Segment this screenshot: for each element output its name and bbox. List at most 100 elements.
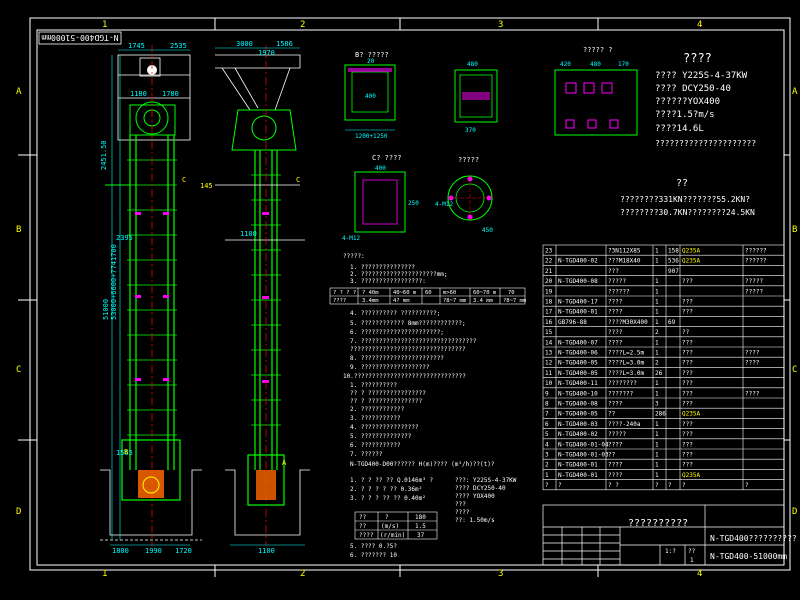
- bom-cell-r7-c3: ????: [608, 309, 623, 316]
- bom-cell-r8-c1: 16: [545, 319, 553, 326]
- notes-line-7: 7. ????????????????????????????????: [350, 338, 477, 345]
- params-table: ?? ? 180 ?? (m/s) 1.5 ???? (r/min) 37: [354, 511, 438, 540]
- notes-line-5: 5. ???????????? 8mm????????????;: [350, 320, 466, 327]
- bom-cell-r22-c2: N-TGD400-01: [558, 462, 598, 469]
- params-right-5: ????: [455, 509, 470, 516]
- bom-cell-r4-c2: N-TGD400-08: [558, 278, 598, 285]
- zone-col-3: 3: [498, 20, 503, 30]
- section-tr-dim-3: 170: [618, 61, 629, 68]
- bom-cell-r11-c4: 1: [655, 350, 659, 357]
- bom-cell-r14-c6: ???: [682, 380, 693, 387]
- bom-cell-r1-c5: 158: [668, 248, 679, 255]
- params-table-r3-c1: ????: [359, 532, 374, 539]
- bom-cell-r9-c6: ??: [682, 329, 690, 336]
- bom-cell-r19-c1: 5: [545, 431, 549, 438]
- loads-title: ??: [676, 178, 688, 189]
- bom-cell-r20-c3: ????: [608, 441, 623, 448]
- small-table-r1-c4: 60: [425, 290, 432, 296]
- notes-line-18: 5. ??????????????: [350, 433, 412, 440]
- drive-motor-symbol: [147, 65, 157, 75]
- bom-cell-r18-c3: ????-240a: [608, 421, 641, 428]
- params-table-r2-c3: 1.5: [415, 523, 426, 530]
- bom-cell-r11-c3: ????L=2.5m: [608, 350, 645, 357]
- bom-cell-r3-c1: 21: [545, 268, 553, 275]
- bom-cell-r15-c1: 9: [545, 390, 549, 397]
- bom-cell-r20-c4: 1: [655, 441, 659, 448]
- bom-cell-r6-c4: 1: [655, 299, 659, 306]
- bom-cell-r24-c3: ? ?: [608, 482, 619, 489]
- bom-cell-r17-c6: Q235A: [682, 411, 700, 418]
- section-c-dim-2: 250: [408, 200, 419, 207]
- bom-cell-r11-c6: ???: [682, 350, 693, 357]
- notes-block-continued: 4. ?????????? ??????????; 5. ???????????…: [343, 310, 495, 468]
- bom-cell-r14-c2: N-TGD400-11: [558, 380, 598, 387]
- params-table-r3-c2: (r/min): [380, 532, 405, 539]
- params-bottom-1: 5. ???? 0.?5?: [350, 543, 397, 550]
- bom-cell-r4-c4: 1: [655, 278, 659, 285]
- section-tr-dim-2: 480: [590, 61, 601, 68]
- side-inspection-marks: [262, 212, 269, 383]
- bom-cell-r21-c1: 3: [545, 452, 549, 459]
- title-block-spec: N-TGD400-51000mm: [710, 552, 787, 561]
- bom-cell-r16-c3: ????: [608, 401, 623, 408]
- bom-cell-r21-c4: 1: [655, 452, 659, 459]
- side-dim-top-2: 1586: [276, 40, 293, 48]
- bom-cell-r7-c1: 17: [545, 309, 553, 316]
- zone-row-d-right: D: [792, 507, 797, 517]
- front-dim-vertical-2: 51000: [102, 299, 110, 320]
- params-table-r1-c3: 180: [415, 514, 426, 521]
- bom-cell-r15-c2: N-TGD400-10: [558, 390, 598, 397]
- section-view-circle-title: ?????: [458, 156, 479, 164]
- bom-cell-r5-c4: 1: [655, 288, 659, 295]
- specs-block: ???? ???? Y225S-4-37KW ???? DCY250-40 ??…: [655, 51, 756, 148]
- front-dim-bottom-3: 1720: [175, 547, 192, 555]
- bom-cell-r12-c4: 2: [655, 360, 659, 367]
- section-tr-bolt-holes: [565, 82, 619, 129]
- params-table-r2-c2: (m/s): [381, 523, 399, 530]
- front-dim-vertical-1: 2451.50: [100, 140, 108, 170]
- zone-row-c: C: [16, 365, 21, 375]
- loads-block: ?? ????????331KN???????55.2KN? ????????3…: [620, 178, 755, 217]
- notes-line-2: 2. ?????????????????????mm;: [350, 271, 448, 278]
- side-dim-2: 1100: [258, 547, 275, 555]
- params-table-r1-c1: ??: [359, 514, 367, 521]
- bom-cell-r5-c7: ?????: [745, 288, 763, 295]
- small-table-r2-c2: 3.4mm: [362, 298, 379, 304]
- zone-row-a: A: [16, 87, 22, 97]
- bom-cell-r24-c1: ?: [545, 482, 549, 489]
- zone-row-c-right: C: [792, 365, 797, 375]
- bom-cell-r3-c5: 907: [668, 268, 679, 275]
- bom-cell-r24-c6: ?: [682, 482, 686, 489]
- section-b-dim-bottom: 1200+1250: [355, 133, 388, 140]
- params-right-2: ???? DCY250-40: [455, 485, 506, 492]
- bom-cell-r20-c1: 4: [545, 441, 549, 448]
- bom-cell-r13-c1: 11: [545, 370, 553, 377]
- section-c-dim-1: 400: [375, 165, 386, 172]
- small-table-r1-c5: m>60: [443, 290, 456, 296]
- zone-col-2: 2: [300, 20, 305, 30]
- specs-line-3: ??????YOX400: [655, 97, 720, 107]
- front-label-b: B: [124, 448, 128, 456]
- bom-cell-r2-c2: N-TGD400-02: [558, 258, 598, 265]
- bom-cell-r9-c4: 2: [655, 329, 659, 336]
- small-table-r1-c7: 70: [508, 290, 515, 296]
- notes-line-11: 10.???????????????????????????????: [343, 373, 466, 380]
- bom-cell-r12-c3: ????L=3.0m: [608, 360, 645, 367]
- front-dim-side-1: 2395: [116, 234, 133, 242]
- bom-cell-r22-c4: 1: [655, 462, 659, 469]
- bom-cell-r16-c2: N-TGD400-08: [558, 401, 598, 408]
- bom-cell-r4-c1: 20: [545, 278, 553, 285]
- section-top-dim-1: 480: [467, 61, 478, 68]
- section-b-dim-400: 400: [365, 93, 376, 100]
- section-view-top: 480 370: [454, 61, 498, 134]
- front-boot-section: [121, 439, 181, 501]
- bom-cell-r12-c6: ???: [682, 360, 693, 367]
- front-dim-top-2: 2535: [170, 42, 187, 50]
- params-right-6: ??: 1.50m/s: [455, 517, 495, 524]
- params-left-1: 1. ? ? ?? ?? Q.0146m³ ?: [350, 477, 433, 484]
- notes-line-16: 3. ???????????: [350, 415, 401, 422]
- bom-cell-r22-c1: 2: [545, 462, 549, 469]
- notes-line-9: 8. ???????????????????????: [350, 355, 444, 362]
- zone-row-d: D: [16, 507, 21, 517]
